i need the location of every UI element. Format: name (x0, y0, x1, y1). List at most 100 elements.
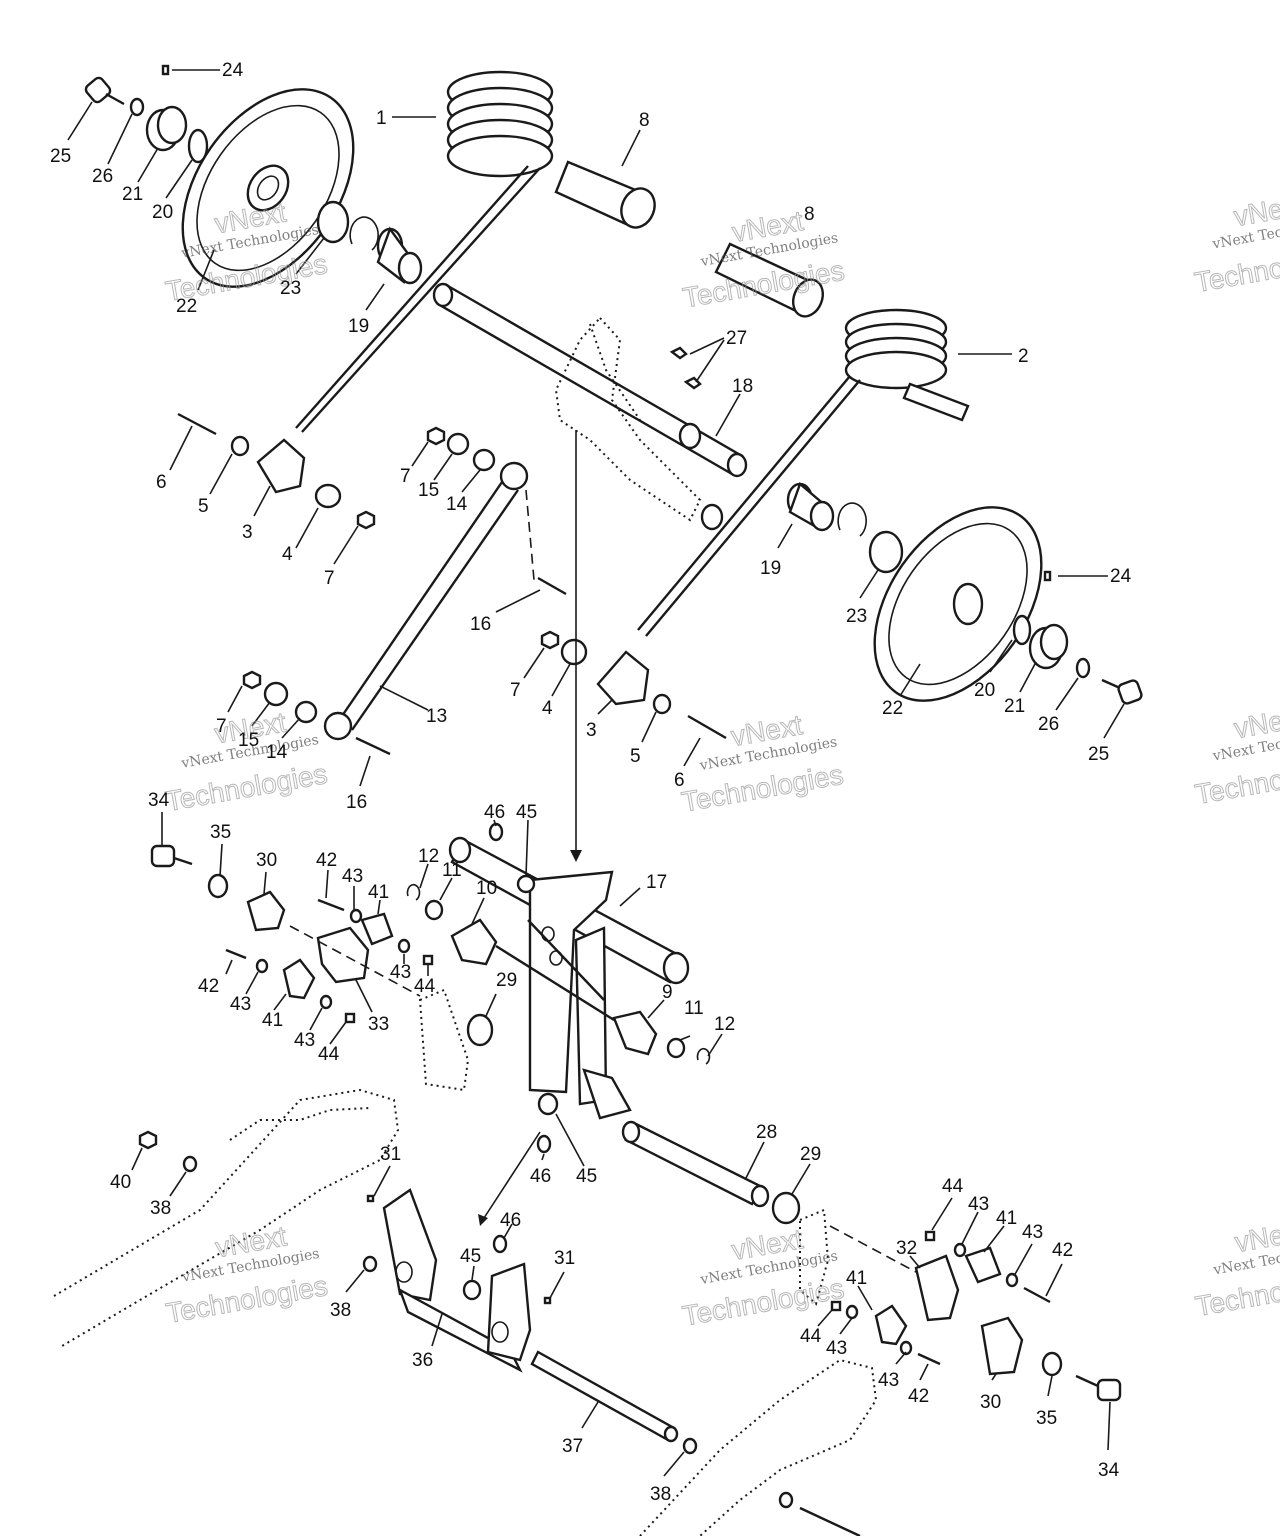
rail-left-inner (229, 1107, 371, 1141)
housing-33 (316, 926, 370, 984)
pivot-9 (612, 1010, 658, 1056)
callout-7: 7 (510, 680, 521, 701)
block-41-b (282, 958, 316, 1000)
bolt-34-left-thread (173, 856, 193, 866)
center-line-right (829, 1225, 917, 1273)
washer-5-left (230, 435, 250, 457)
callout-15: 15 (418, 480, 439, 501)
callout-21: 21 (122, 184, 143, 205)
pointer-arrowhead (570, 850, 582, 862)
nut-7-arm-low (242, 670, 262, 690)
rail-right (639, 1358, 878, 1536)
callout-7: 7 (324, 568, 335, 589)
callout-37: 37 (562, 1436, 583, 1457)
callout-35: 35 (210, 822, 231, 843)
callout-44: 44 (942, 1176, 964, 1197)
rod-end-right (799, 1506, 861, 1536)
washer-35-right (1041, 1351, 1063, 1377)
callout-7: 7 (216, 716, 227, 737)
setscrew-24-right (1043, 570, 1052, 582)
collar-21-top (145, 105, 188, 152)
callout-42: 42 (908, 1386, 929, 1407)
callout-34: 34 (1098, 1460, 1120, 1481)
callout-20: 20 (974, 680, 995, 701)
callout-10: 10 (476, 878, 497, 899)
bearing-23-top (316, 200, 350, 244)
pointer-arrowhead-2 (478, 1214, 488, 1226)
washer-43-h (899, 1340, 913, 1356)
bolt-25-top (84, 76, 125, 106)
callout-3: 3 (586, 720, 597, 741)
callout-20: 20 (152, 202, 173, 223)
callout-29: 29 (800, 1144, 821, 1165)
clip-12-a (406, 883, 421, 901)
callout-46: 46 (530, 1166, 551, 1187)
callout-7: 7 (400, 466, 411, 487)
callout-33: 33 (368, 1014, 389, 1035)
bolt-34-left (150, 844, 176, 868)
block-41-a (360, 912, 394, 946)
callout-43: 43 (390, 962, 411, 983)
bushing-arm-low (323, 711, 353, 741)
housing-32 (914, 1254, 960, 1322)
callout-8: 8 (804, 204, 815, 225)
callout-36: 36 (412, 1350, 433, 1371)
spacer-4-left (314, 483, 342, 509)
washer-43-b (397, 938, 411, 954)
washer-43-e (953, 1242, 967, 1258)
sleeve-8 (554, 160, 656, 229)
pivot-rod-9 (495, 944, 615, 1022)
callout-28: 28 (756, 1122, 777, 1143)
bushing-30-right (980, 1316, 1024, 1376)
washer-11-b (666, 1037, 686, 1059)
callout-numbers: 1 8 8 24 25 26 21 20 22 23 19 2 27 18 6 … (50, 60, 1132, 1505)
bushing-30-left (246, 890, 286, 932)
callout-21: 21 (1004, 696, 1025, 717)
callout-45: 45 (576, 1166, 597, 1187)
callout-3: 3 (242, 522, 253, 543)
screw-42-a (317, 898, 345, 912)
spacer-14-top (472, 448, 496, 472)
callout-24: 24 (222, 60, 244, 81)
shaft-18 (432, 282, 748, 531)
washer-43-a (349, 908, 363, 924)
screw-42-b (225, 948, 247, 960)
bushing-arm-top (499, 461, 529, 491)
callout-43: 43 (968, 1194, 989, 1215)
callout-30: 30 (256, 850, 277, 871)
callout-12: 12 (714, 1014, 735, 1035)
callout-38: 38 (330, 1300, 351, 1321)
callout-46: 46 (500, 1210, 521, 1231)
callout-40: 40 (110, 1172, 131, 1193)
washer-26-top (129, 97, 145, 117)
spacer-14-low (294, 700, 318, 724)
spacer-4-right (560, 638, 588, 666)
callout-44: 44 (800, 1326, 822, 1347)
callout-25: 25 (1088, 744, 1109, 765)
callout-6: 6 (156, 472, 167, 493)
callout-4: 4 (542, 698, 553, 719)
callout-45: 45 (516, 802, 537, 823)
bolt-25-right (1101, 678, 1143, 705)
callout-26: 26 (92, 166, 113, 187)
bracket-36 (382, 1188, 532, 1373)
center-line-left (289, 925, 421, 997)
nut-44-b (344, 1012, 356, 1024)
washer-11-a (424, 899, 444, 921)
callout-43: 43 (294, 1030, 315, 1051)
circlip-right (837, 502, 867, 537)
callout-26: 26 (1038, 714, 1059, 735)
spacer-15-low (263, 681, 289, 707)
callout-41: 41 (996, 1208, 1017, 1229)
callout-46: 46 (484, 802, 505, 823)
nut-7-left (356, 510, 376, 530)
callout-19: 19 (348, 316, 369, 337)
clip-27 (669, 346, 702, 390)
watermark-8: vNext vNext Technologies Technologies (680, 1223, 847, 1333)
callout-43: 43 (1022, 1222, 1043, 1243)
callout-13: 13 (426, 706, 447, 727)
washer-43-c (255, 958, 269, 974)
rod-37 (530, 1350, 679, 1443)
callout-41: 41 (846, 1268, 867, 1289)
callout-43: 43 (826, 1338, 847, 1359)
